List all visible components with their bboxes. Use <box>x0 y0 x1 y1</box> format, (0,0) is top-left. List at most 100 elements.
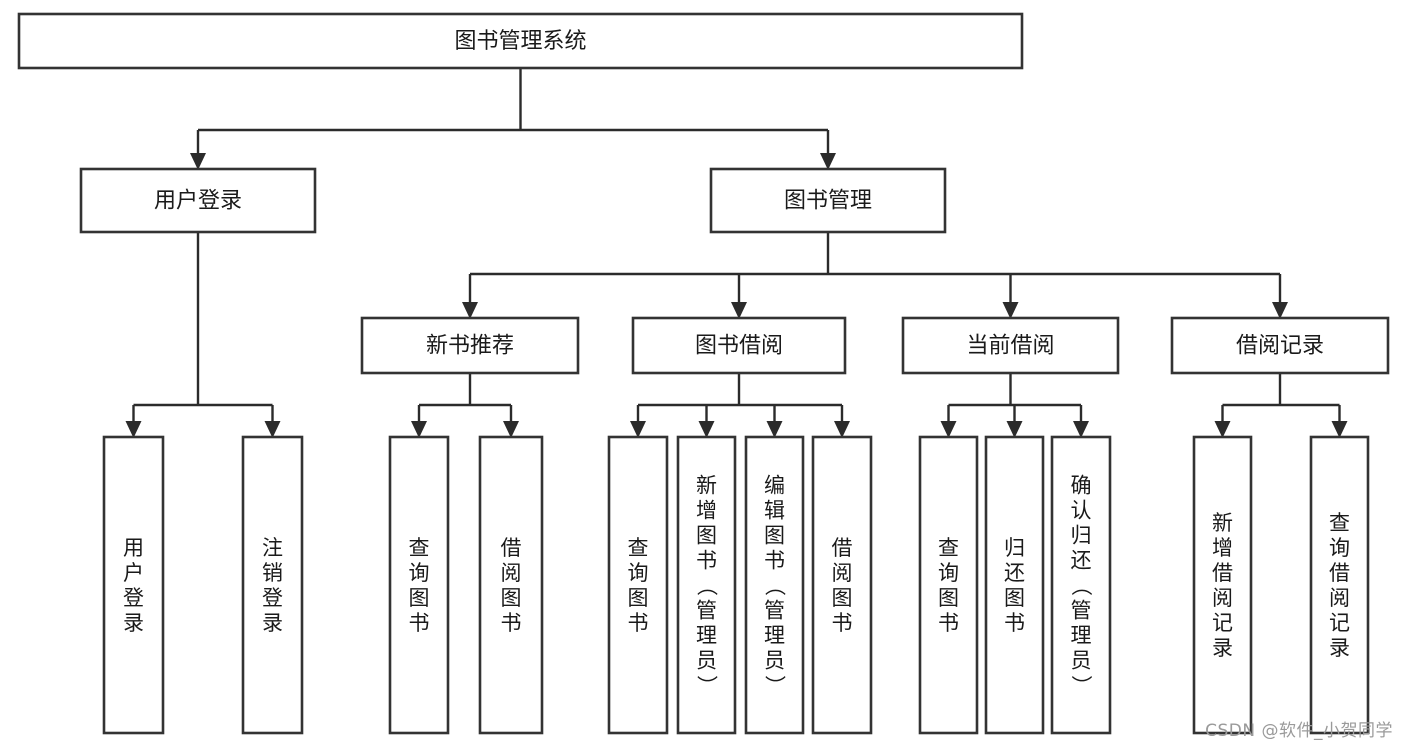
node-label-char: 录 <box>262 611 283 635</box>
node-label-char: 用 <box>123 536 144 560</box>
node-label-char: （ <box>695 575 719 596</box>
node-label-char: 阅 <box>832 561 853 585</box>
node-label-char: 增 <box>1212 536 1233 560</box>
node-label: 图书借阅 <box>695 334 783 359</box>
node-label-char: 询 <box>628 561 649 585</box>
node-label-char: 询 <box>1329 536 1350 560</box>
edge-arrowhead <box>834 421 850 438</box>
node-label-char: 归 <box>1004 536 1025 560</box>
node-label-char: 询 <box>938 561 959 585</box>
node-label-char: 新 <box>1212 511 1233 535</box>
node-label-char: 还 <box>1004 561 1025 585</box>
node-label-char: 销 <box>262 561 283 585</box>
node-label-char: 员 <box>696 649 717 673</box>
node-label-char: 管 <box>696 599 717 623</box>
node-label-char: 确 <box>1071 474 1092 498</box>
node-label-char: 记 <box>1212 611 1233 635</box>
node-label-char: 新 <box>696 474 717 498</box>
edge-arrowhead <box>503 421 519 438</box>
edge-arrowhead <box>1272 302 1288 319</box>
node-label-char: 查 <box>1329 511 1350 535</box>
node-label-char: 图 <box>938 586 959 610</box>
node-label-char: 录 <box>123 611 144 635</box>
node-label-char: 图 <box>1004 586 1025 610</box>
edge-arrowhead <box>766 421 783 438</box>
edge-arrowhead <box>820 153 836 170</box>
node-box <box>1050 435 1112 735</box>
node-label-char: 查 <box>409 536 430 560</box>
edge-arrowhead <box>630 421 646 438</box>
node-box <box>918 435 979 735</box>
node-box <box>79 167 317 234</box>
node-box <box>631 316 847 375</box>
node-label-char: 书 <box>628 611 649 635</box>
edge-arrowhead <box>1331 421 1348 438</box>
edge-arrowhead <box>264 421 281 438</box>
node-label-char: 图 <box>628 586 649 610</box>
node-label-char: 图 <box>409 586 430 610</box>
node-box <box>241 435 304 735</box>
node-current-borrow[interactable]: 当前借阅 <box>901 316 1120 375</box>
node-label: 图书管理系统 <box>454 29 586 54</box>
node-box <box>1192 435 1253 735</box>
edge-arrowhead <box>1006 421 1023 438</box>
node-label-char: （ <box>763 575 787 596</box>
node-label-char: 还 <box>1071 549 1092 573</box>
node-label-char: 登 <box>262 586 283 610</box>
node-label-char: 查 <box>628 536 649 560</box>
node-label-char: 阅 <box>501 561 522 585</box>
node-label-char: 借 <box>1329 561 1350 585</box>
node-label-char: 图 <box>832 586 853 610</box>
node-box <box>607 435 669 735</box>
node-label-char: 辑 <box>764 499 785 523</box>
node-box <box>744 435 805 735</box>
node-label: 新书推荐 <box>426 334 514 359</box>
edge-arrowhead <box>698 421 715 438</box>
node-user-login[interactable]: 用户登录 <box>79 167 317 234</box>
node-box <box>360 316 580 375</box>
nodes-layer: 图书管理系统用户登录图书管理新书推荐图书借阅当前借阅借阅记录用户登录注销登录查询… <box>17 12 1390 735</box>
node-label-char: 查 <box>938 536 959 560</box>
node-label-char: 员 <box>764 649 785 673</box>
node-label-char: 借 <box>501 536 522 560</box>
node-label-char: 书 <box>409 611 430 635</box>
node-borrow-record[interactable]: 借阅记录 <box>1170 316 1390 375</box>
node-new-book-rec[interactable]: 新书推荐 <box>360 316 580 375</box>
edge-arrowhead <box>190 153 206 170</box>
node-box <box>811 435 873 735</box>
edge-arrowhead <box>1073 421 1089 438</box>
node-root[interactable]: 图书管理系统 <box>17 12 1024 70</box>
edges-layer <box>125 68 1348 438</box>
node-label-char: 图 <box>764 524 785 548</box>
node-label-char: ） <box>1069 675 1093 696</box>
node-label-char: 注 <box>262 536 283 560</box>
node-label-char: 书 <box>764 549 785 573</box>
node-label: 借阅记录 <box>1236 334 1324 359</box>
node-label-char: 询 <box>409 561 430 585</box>
node-label-char: 借 <box>832 536 853 560</box>
edge-arrowhead <box>940 421 957 438</box>
node-label-char: 归 <box>1071 524 1092 548</box>
node-box <box>1309 435 1370 735</box>
node-label-char: 编 <box>764 474 785 498</box>
node-label-char: 理 <box>764 624 785 648</box>
node-leaf-user-login[interactable]: 用户登录 <box>102 435 165 735</box>
node-label-char: 录 <box>1212 636 1233 660</box>
node-label-char: 管 <box>764 599 785 623</box>
node-book-manage[interactable]: 图书管理 <box>709 167 947 234</box>
node-book-borrow[interactable]: 图书借阅 <box>631 316 847 375</box>
